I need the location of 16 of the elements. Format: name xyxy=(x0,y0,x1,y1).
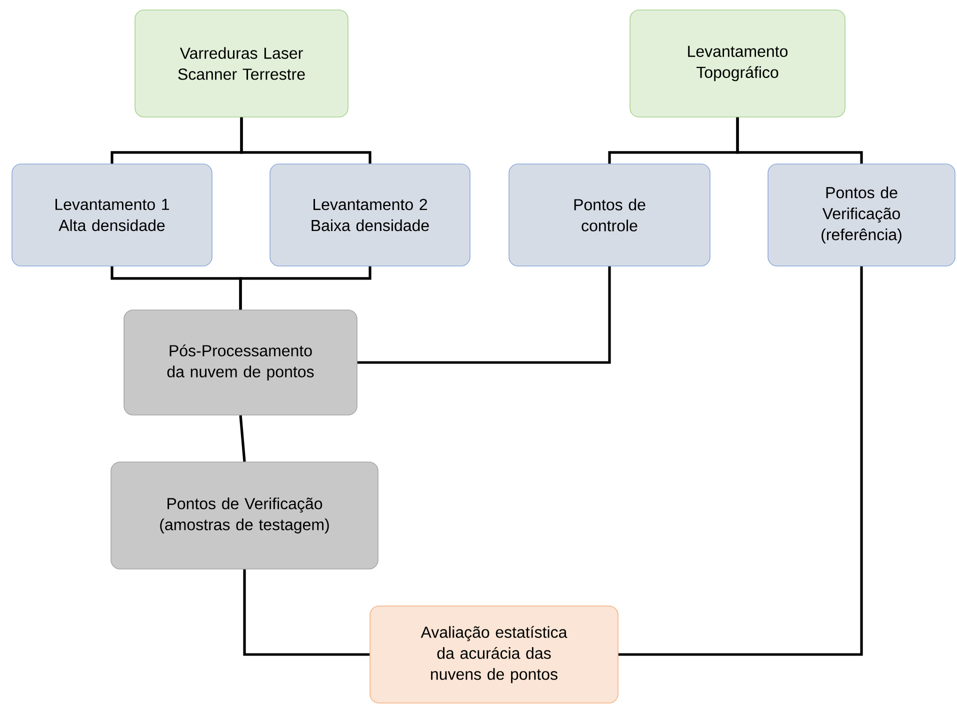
connector xyxy=(357,266,611,364)
connector xyxy=(243,569,370,656)
survey-box: Pontos de Verificação (referência) xyxy=(768,164,956,266)
connector xyxy=(736,117,863,164)
process-box: Pós-Processamento da nuvem de pontos xyxy=(124,310,358,416)
survey-box: Levantamento 2 Baixa densidade xyxy=(270,164,470,266)
source-box: Varreduras Laser Scanner Terrestre xyxy=(134,10,348,118)
connector xyxy=(618,266,863,656)
connector xyxy=(240,117,372,164)
connector xyxy=(239,415,246,462)
survey-box: Levantamento 1 Alta densidade xyxy=(12,164,212,266)
connector xyxy=(239,266,372,310)
process-box: Pontos de Verificação (amostras de testagem) xyxy=(110,462,378,570)
source-box: Levantamento Topográfico xyxy=(630,10,846,118)
survey-box: Pontos de controle xyxy=(508,164,710,266)
result-box: Avaliação estatística da acurácia das nuvens de pontos xyxy=(370,606,618,704)
